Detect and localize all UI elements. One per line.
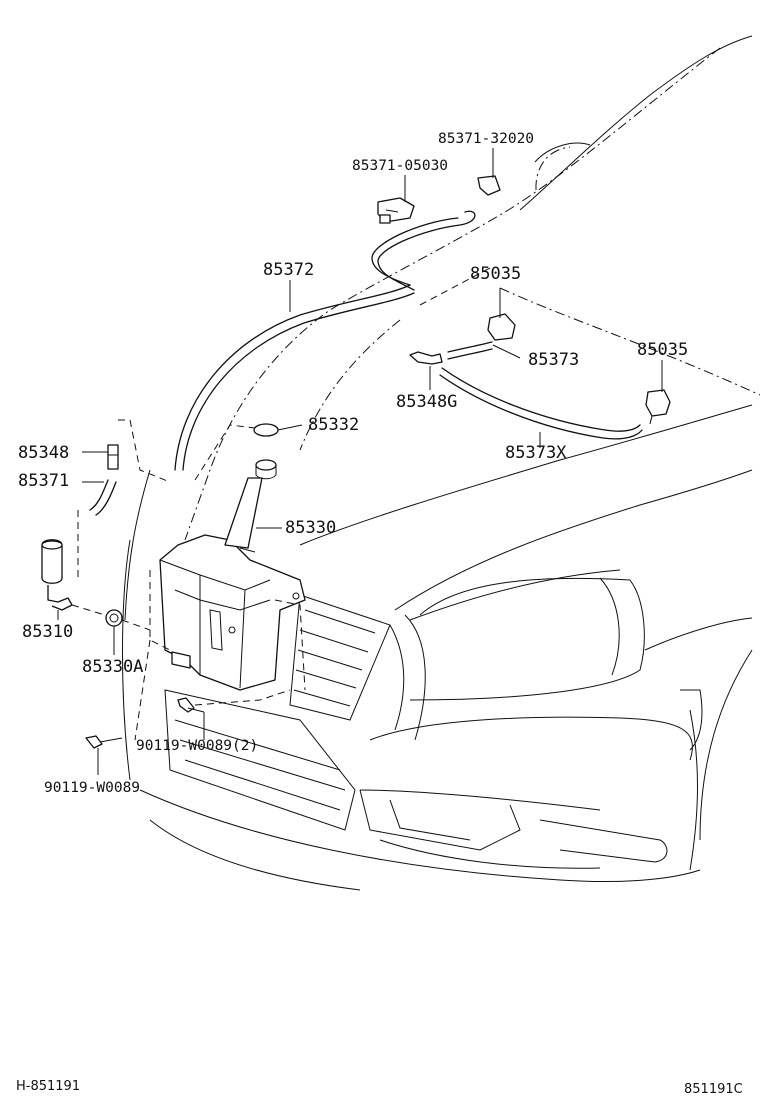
- label-85310: 85310: [22, 622, 73, 642]
- label-85348: 85348: [18, 443, 69, 463]
- label-90119-w0089: 90119-W0089: [44, 780, 140, 796]
- label-85372: 85372: [263, 260, 314, 280]
- label-85035-b: 85035: [637, 340, 688, 360]
- label-85330: 85330: [285, 518, 336, 538]
- washer-tank: [159, 477, 306, 691]
- part-labels: 85371-32020 85371-05030 85372 85035 8537…: [18, 131, 688, 796]
- label-85330A: 85330A: [82, 657, 143, 677]
- filler-cap: [253, 423, 279, 480]
- label-85371: 85371: [18, 471, 69, 491]
- footer-right-code: 851191C: [684, 1082, 743, 1097]
- label-85371-05030: 85371-05030: [352, 158, 448, 174]
- label-85348G: 85348G: [396, 392, 457, 412]
- label-85373X: 85373X: [505, 443, 567, 463]
- footer-left-code: H-851191: [16, 1079, 80, 1094]
- leader-lines: [57, 148, 663, 775]
- nozzles-connectors: [41, 175, 671, 749]
- label-90119-w0089-2: 90119-W0089(2): [136, 738, 258, 754]
- washer-hoses: [89, 210, 643, 516]
- label-85035-a: 85035: [470, 264, 521, 284]
- label-85373: 85373: [528, 350, 579, 370]
- label-85371-32020: 85371-32020: [438, 131, 534, 147]
- mounting-dash-lines: [71, 267, 491, 741]
- vehicle-body-outline: [122, 35, 760, 891]
- label-85332: 85332: [308, 415, 359, 435]
